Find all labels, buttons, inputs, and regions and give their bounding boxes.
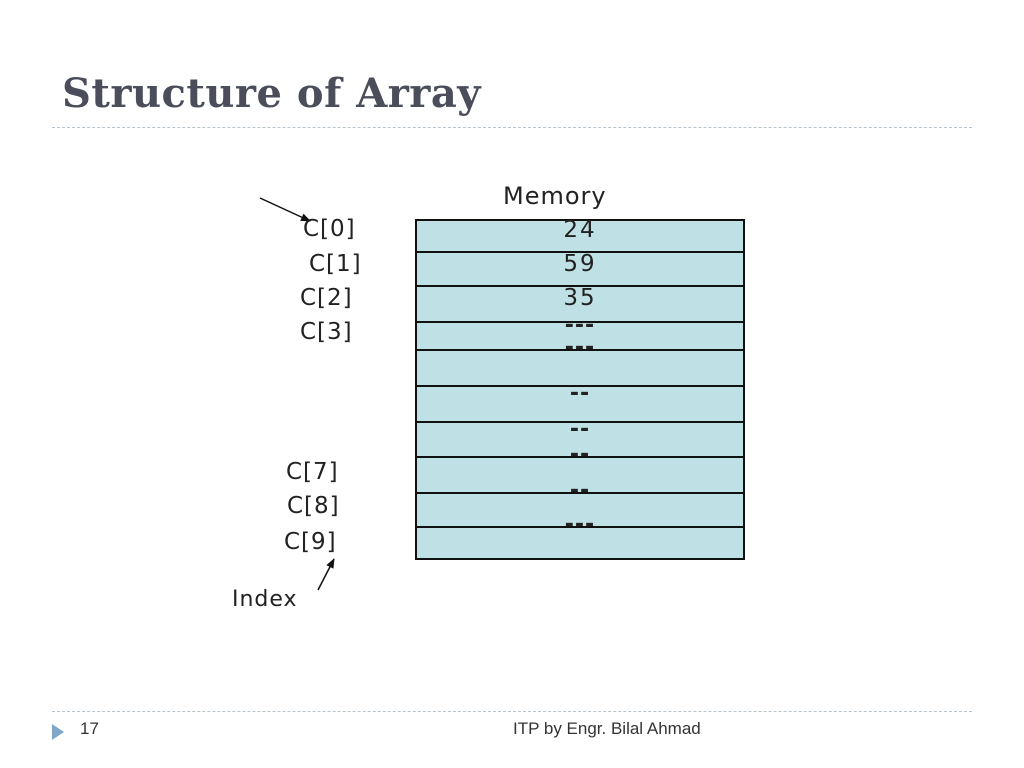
pointer-arrow-c0 xyxy=(259,197,311,222)
index-label-c2: C[2] xyxy=(300,285,353,311)
memory-cell: --- xyxy=(417,335,743,387)
index-label-c8: C[8] xyxy=(287,493,340,519)
footer-text: ITP by Engr. Bilal Ahmad xyxy=(513,719,701,738)
cell-value: -- xyxy=(569,417,591,442)
memory-cell: -- xyxy=(417,381,743,423)
cell-value: --- xyxy=(564,313,596,338)
footer-divider xyxy=(52,711,972,712)
cell-value: --- xyxy=(564,335,596,360)
index-label-c9: C[9] xyxy=(284,529,337,555)
cell-value: -- xyxy=(569,478,591,503)
cell-value: --- xyxy=(564,512,596,537)
cell-value: 24 xyxy=(563,217,597,243)
memory-cell: 35 xyxy=(417,285,743,323)
memory-cell: --- xyxy=(417,512,743,560)
index-label-c7: C[7] xyxy=(286,459,339,485)
cell-value: 59 xyxy=(563,251,597,277)
pointer-arrow-index xyxy=(317,558,335,591)
memory-cell: 24 xyxy=(417,217,743,253)
memory-cell: -- xyxy=(417,417,743,458)
index-label-c0: C[0] xyxy=(303,216,356,242)
cell-value: -- xyxy=(569,381,591,406)
memory-cell: --- xyxy=(417,313,743,351)
triangle-bullet-icon xyxy=(52,724,64,740)
title-divider xyxy=(52,127,972,128)
memory-cell: -- xyxy=(417,478,743,528)
slide-title: Structure of Array xyxy=(62,70,482,117)
index-label-c3: C[3] xyxy=(300,319,353,345)
cell-value: 35 xyxy=(563,285,597,311)
index-label-c1: C[1] xyxy=(309,251,362,277)
memory-label: Memory xyxy=(503,182,607,210)
memory-table: 24 59 35 --- --- -- -- -- -- --- xyxy=(415,217,745,560)
cell-value: -- xyxy=(569,442,591,467)
memory-cell: 59 xyxy=(417,251,743,287)
index-caption: Index xyxy=(232,587,298,612)
page-number: 17 xyxy=(80,719,99,738)
memory-cell: -- xyxy=(417,442,743,494)
